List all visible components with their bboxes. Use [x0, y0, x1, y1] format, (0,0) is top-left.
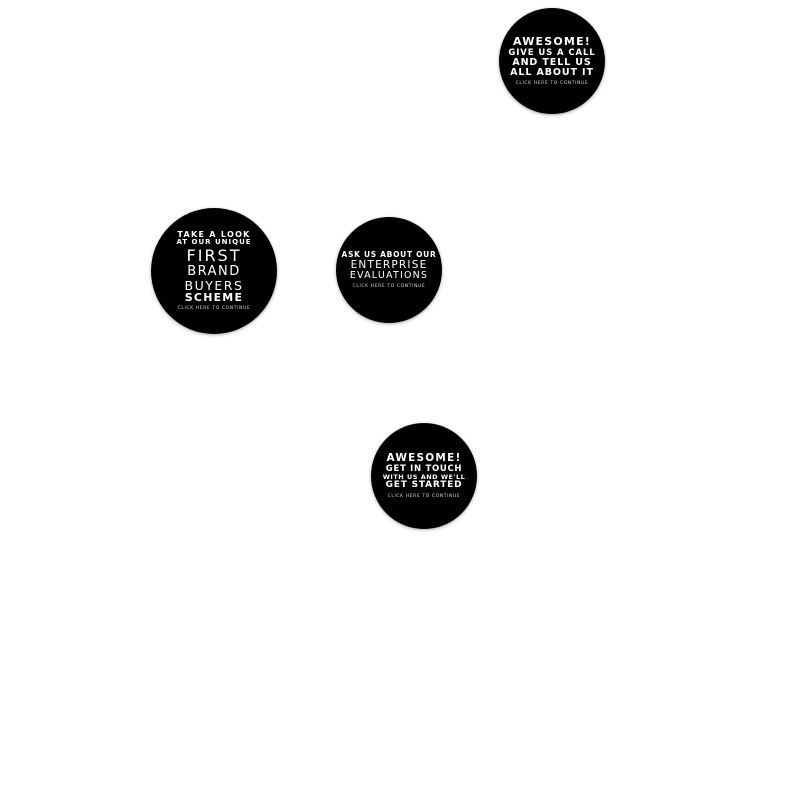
- badge-heading: Awesome!: [386, 452, 462, 465]
- badge-cta: Click here to continue: [387, 493, 461, 499]
- badge-cta: Click here to continue: [177, 306, 251, 312]
- get-in-touch-badge-button[interactable]: Awesome! Get in touch with us and we'll …: [371, 423, 477, 529]
- badge-line: Get in touch: [385, 464, 463, 475]
- call-us-badge-button[interactable]: Awesome! Give us a call and tell us all …: [499, 8, 605, 114]
- badge-line: and tell us: [512, 56, 592, 68]
- badge-heading: Awesome!: [512, 35, 592, 49]
- first-brand-buyers-badge-button[interactable]: Take a look at our unique First Brand Bu…: [151, 208, 277, 334]
- badge-heading: Enterprise: [350, 258, 428, 271]
- badge-heading: First: [186, 246, 242, 266]
- badge-heading: Buyers: [184, 277, 244, 293]
- badge-line: Give us a call: [508, 47, 596, 58]
- enterprise-evaluations-badge-button[interactable]: Ask us about our Enterprise Evaluations …: [336, 217, 442, 323]
- badge-line: all about it: [510, 66, 594, 78]
- badge-cta: Click here to continue: [352, 283, 426, 289]
- badge-line: Take a look: [177, 229, 251, 239]
- badge-line: at our unique: [176, 237, 252, 246]
- badge-heading: Evaluations: [349, 269, 429, 281]
- badge-line: Ask us about our: [341, 250, 437, 260]
- badge-line: get started: [385, 480, 463, 491]
- badge-heading: Scheme: [184, 290, 244, 304]
- badge-line: with us and we'll: [382, 473, 466, 482]
- badge-cta: Click here to continue: [515, 80, 589, 86]
- badge-heading: Brand: [187, 264, 241, 280]
